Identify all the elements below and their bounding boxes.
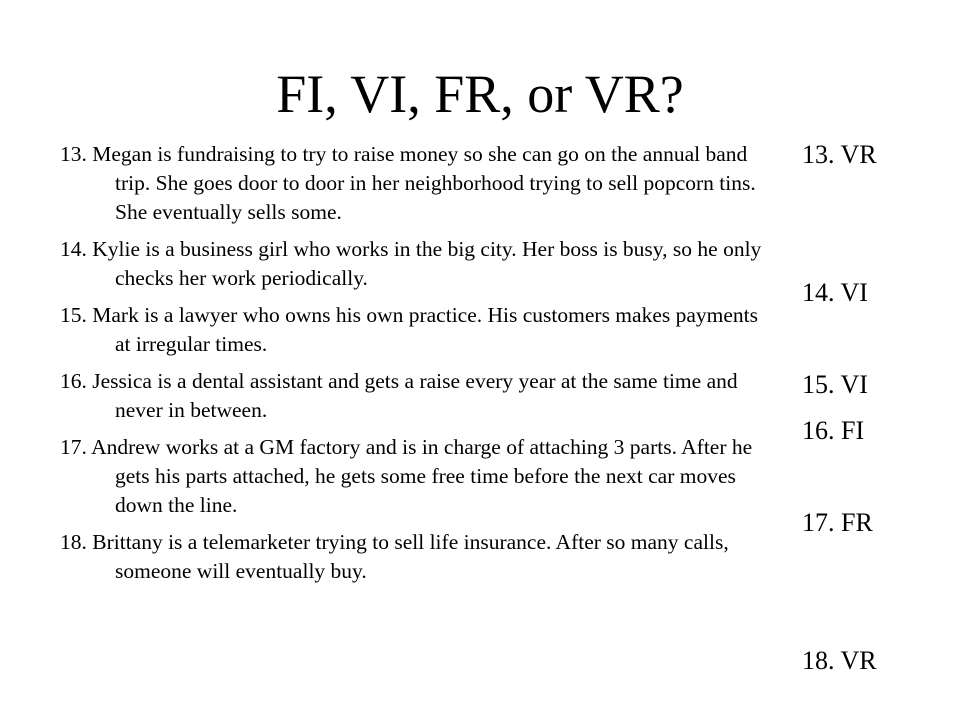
answer-18: 18. VR bbox=[802, 646, 877, 675]
answer-13: 13. VR bbox=[802, 140, 877, 169]
question-15: 15. Mark is a lawyer who owns his own pr… bbox=[60, 303, 759, 356]
question-14: 14. Kylie is a business girl who works i… bbox=[60, 237, 762, 290]
answer-17: 17. FR bbox=[802, 508, 873, 537]
question-13: 13. Megan is fundraising to try to raise… bbox=[60, 142, 756, 224]
answer-16: 16. FI bbox=[802, 416, 865, 445]
question-18: 18. Brittany is a telemarketer trying to… bbox=[60, 530, 729, 583]
question-list: 13. Megan is fundraising to try to raise… bbox=[60, 140, 765, 594]
slide-title: FI, VI, FR, or VR? bbox=[276, 64, 684, 124]
answer-15: 15. VI bbox=[802, 370, 868, 399]
question-17: 17. Andrew works at a GM factory and is … bbox=[60, 435, 753, 517]
answer-14: 14. VI bbox=[802, 278, 868, 307]
question-16: 16. Jessica is a dental assistant and ge… bbox=[60, 369, 738, 422]
